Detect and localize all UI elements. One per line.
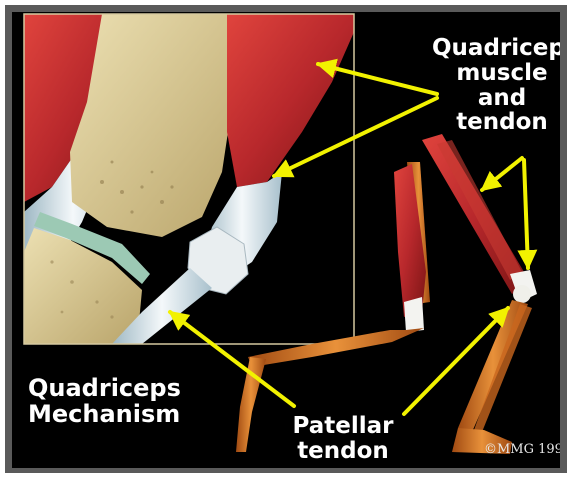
label-line: Patellar: [288, 414, 398, 439]
back-leg-tendon: [404, 297, 424, 332]
label-line: tendon: [288, 439, 398, 464]
arrow-to-leg-quadriceps: [482, 158, 522, 190]
label-patellar-tendon: Patellar tendon: [288, 414, 398, 464]
front-leg-patella: [513, 285, 531, 303]
label-line: Mechanism: [28, 402, 198, 428]
knee-closeup-inset: [24, 14, 354, 344]
label-quadriceps-mechanism: Quadriceps Mechanism: [28, 376, 198, 428]
label-line: muscle: [432, 61, 560, 86]
label-line: tendon: [432, 110, 560, 135]
label-quadriceps-muscle-and-tendon: Quadriceps muscle and tendon: [432, 36, 560, 135]
label-line: and: [432, 86, 560, 111]
illustration-panel: Quadriceps muscle and tendon Quadriceps …: [12, 12, 560, 468]
label-line: Quadriceps: [28, 376, 198, 402]
arrow-to-leg-tendon: [524, 160, 528, 268]
label-line: Quadriceps: [432, 36, 560, 61]
copyright-notice: ©MMG 1998: [484, 442, 560, 457]
